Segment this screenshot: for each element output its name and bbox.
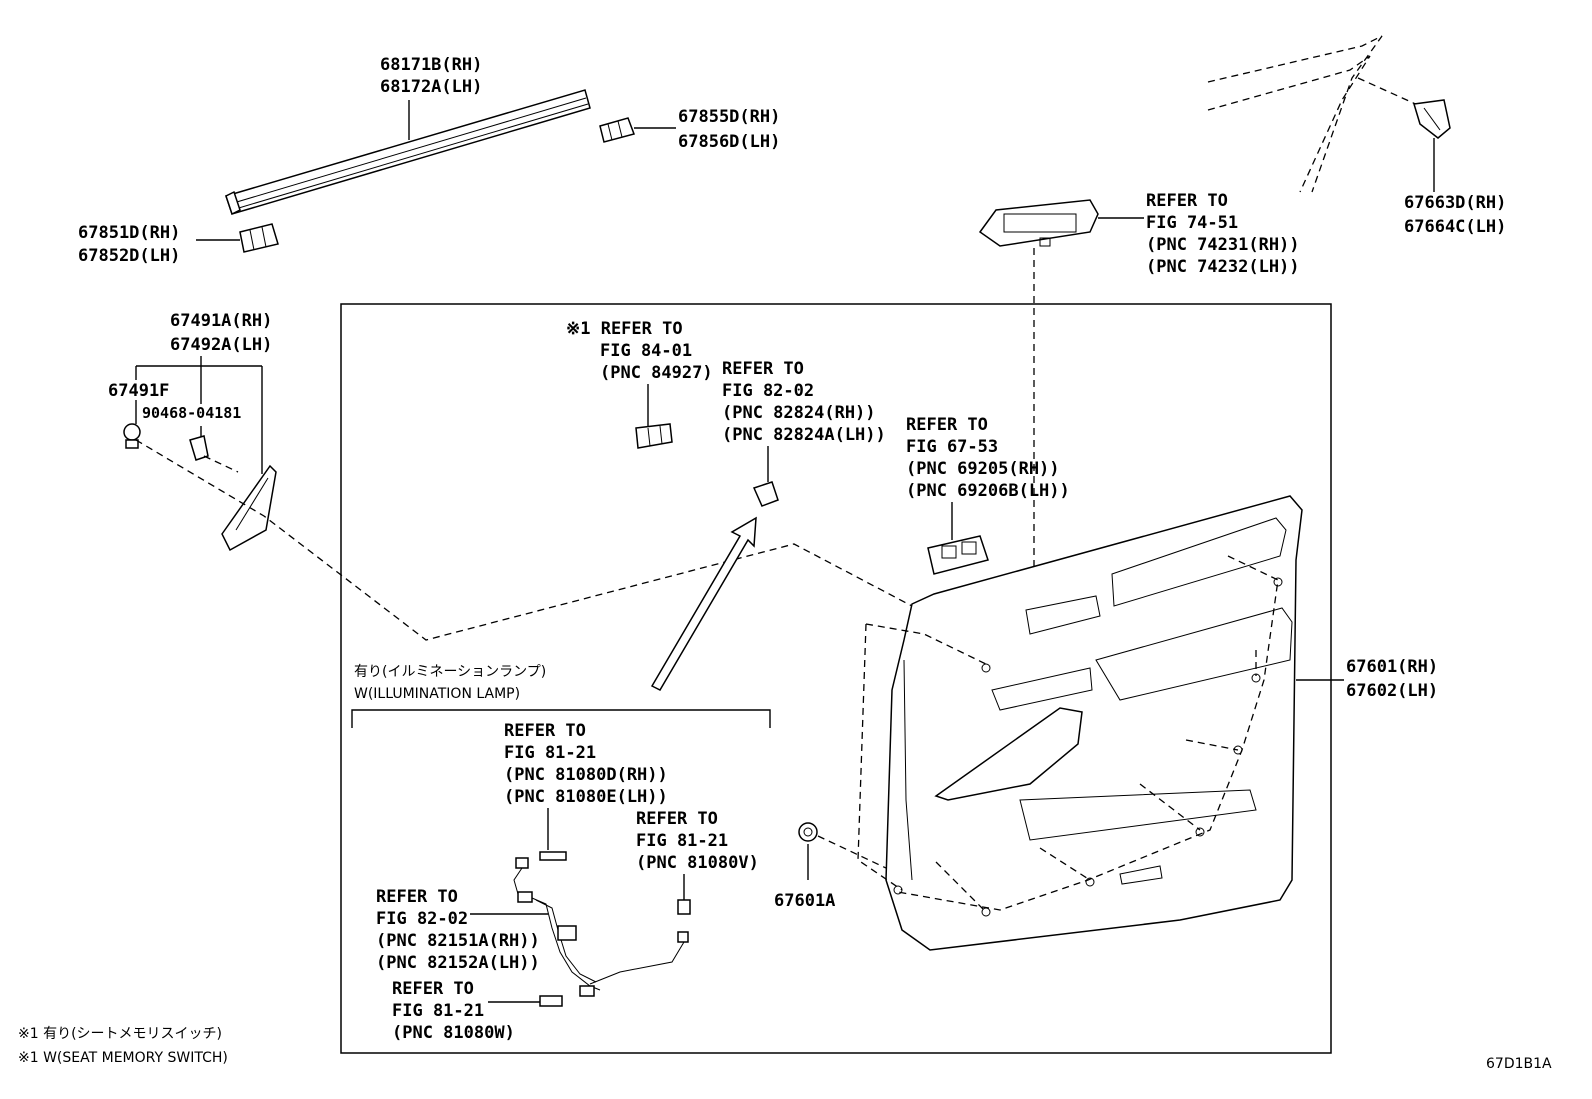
- ref-8121b-line3: (PNC 81080V): [636, 853, 759, 873]
- ref-7451-line1: REFER TO: [1146, 191, 1228, 211]
- cover-67491-part: [221, 464, 277, 552]
- direction-arrow: [650, 516, 757, 691]
- ref-8401-line1: ※1 REFER TO: [566, 319, 683, 339]
- assembly-frame: [340, 303, 1332, 1054]
- clip-90468-part: [189, 435, 209, 461]
- ref-8202b-line3: (PNC 82151A(RH)): [376, 931, 540, 951]
- ref-8202a-line1: REFER TO: [722, 359, 804, 379]
- clip-67601A-part: [798, 822, 887, 880]
- ref-8121a-line2: FIG 81-21: [504, 743, 596, 763]
- window-frame-outline: [1207, 35, 1421, 193]
- ref-8202b-line2: FIG 82-02: [376, 909, 468, 929]
- ref-6753-line1: REFER TO: [906, 415, 988, 435]
- illumination-en: W(ILLUMINATION LAMP): [354, 686, 520, 702]
- ref-8121a-line4: (PNC 81080E(LH)): [504, 787, 668, 807]
- label-67852: 67852D(LH): [78, 246, 180, 266]
- ref-7451-line4: (PNC 74232(LH)): [1146, 257, 1300, 277]
- corner-piece-67663-part: [1413, 99, 1451, 192]
- label-67851: 67851D(RH): [78, 223, 180, 243]
- label-90468: 90468-04181: [142, 404, 241, 422]
- dashed-connector-clip: [203, 455, 239, 473]
- label-67856: 67856D(LH): [678, 132, 780, 152]
- label-67491F: 67491F: [108, 381, 169, 401]
- ref-8121c-line3: (PNC 81080W): [392, 1023, 515, 1043]
- ref-7451-line3: (PNC 74231(RH)): [1146, 235, 1300, 255]
- diagram-id: 67D1B1A: [1486, 1056, 1552, 1072]
- ref-8202a-line3: (PNC 82824(RH)): [722, 403, 876, 423]
- ref-8121a-line1: REFER TO: [504, 721, 586, 741]
- illumination-jp: 有り(イルミネーションランプ): [354, 664, 546, 680]
- footnote-jp: ※1 有り(シートメモリスイッチ): [18, 1026, 222, 1042]
- inside-handle-part: [927, 502, 989, 575]
- ref-8121c-line2: FIG 81-21: [392, 1001, 484, 1021]
- belt-molding-part: [225, 89, 591, 216]
- ref-8401-line2: FIG 84-01: [600, 341, 692, 361]
- ref-6753-line3: (PNC 69205(RH)): [906, 459, 1060, 479]
- label-67601: 67601(RH): [1346, 657, 1438, 677]
- label-67664: 67664C(LH): [1404, 217, 1506, 237]
- ref-8202b-line1: REFER TO: [376, 887, 458, 907]
- ref-8202a-line4: (PNC 82824A(LH)): [722, 425, 886, 445]
- ref-8202b-line4: (PNC 82152A(LH)): [376, 953, 540, 973]
- clip-67491F-part: [123, 423, 141, 449]
- illumination-harness-part: [470, 808, 691, 1007]
- ref-6753-line4: (PNC 69206B(LH)): [906, 481, 1070, 501]
- ref-7451-line2: FIG 74-51: [1146, 213, 1238, 233]
- label-67602: 67602(LH): [1346, 681, 1438, 701]
- ref-8401-line3: (PNC 84927): [600, 363, 713, 383]
- label-68172: 68172A(LH): [380, 77, 482, 97]
- label-67601A: 67601A: [774, 891, 835, 911]
- label-67855: 67855D(RH): [678, 107, 780, 127]
- ref-8121a-line3: (PNC 81080D(RH)): [504, 765, 668, 785]
- ref-8202a-line2: FIG 82-02: [722, 381, 814, 401]
- cover-leader-lines: [135, 356, 263, 474]
- courtesy-lamp-part: [752, 446, 779, 507]
- ref-8121c-line1: REFER TO: [392, 979, 474, 999]
- ref-8121b-line2: FIG 81-21: [636, 831, 728, 851]
- ref-6753-line2: FIG 67-53: [906, 437, 998, 457]
- door-trim-panel-part: [857, 495, 1303, 951]
- clip-67855-part: [599, 117, 676, 143]
- label-67663: 67663D(RH): [1404, 193, 1506, 213]
- label-67492A: 67492A(LH): [170, 335, 272, 355]
- label-68171: 68171B(RH): [380, 55, 482, 75]
- ref-8121b-line1: REFER TO: [636, 809, 718, 829]
- label-67491A: 67491A(RH): [170, 311, 272, 331]
- dashed-connector-left: [135, 439, 913, 641]
- illumination-bracket: [351, 709, 771, 728]
- clip-67851-part: [196, 223, 279, 253]
- footnote-en: ※1 W(SEAT MEMORY SWITCH): [18, 1050, 228, 1066]
- memory-switch-part: [635, 384, 673, 449]
